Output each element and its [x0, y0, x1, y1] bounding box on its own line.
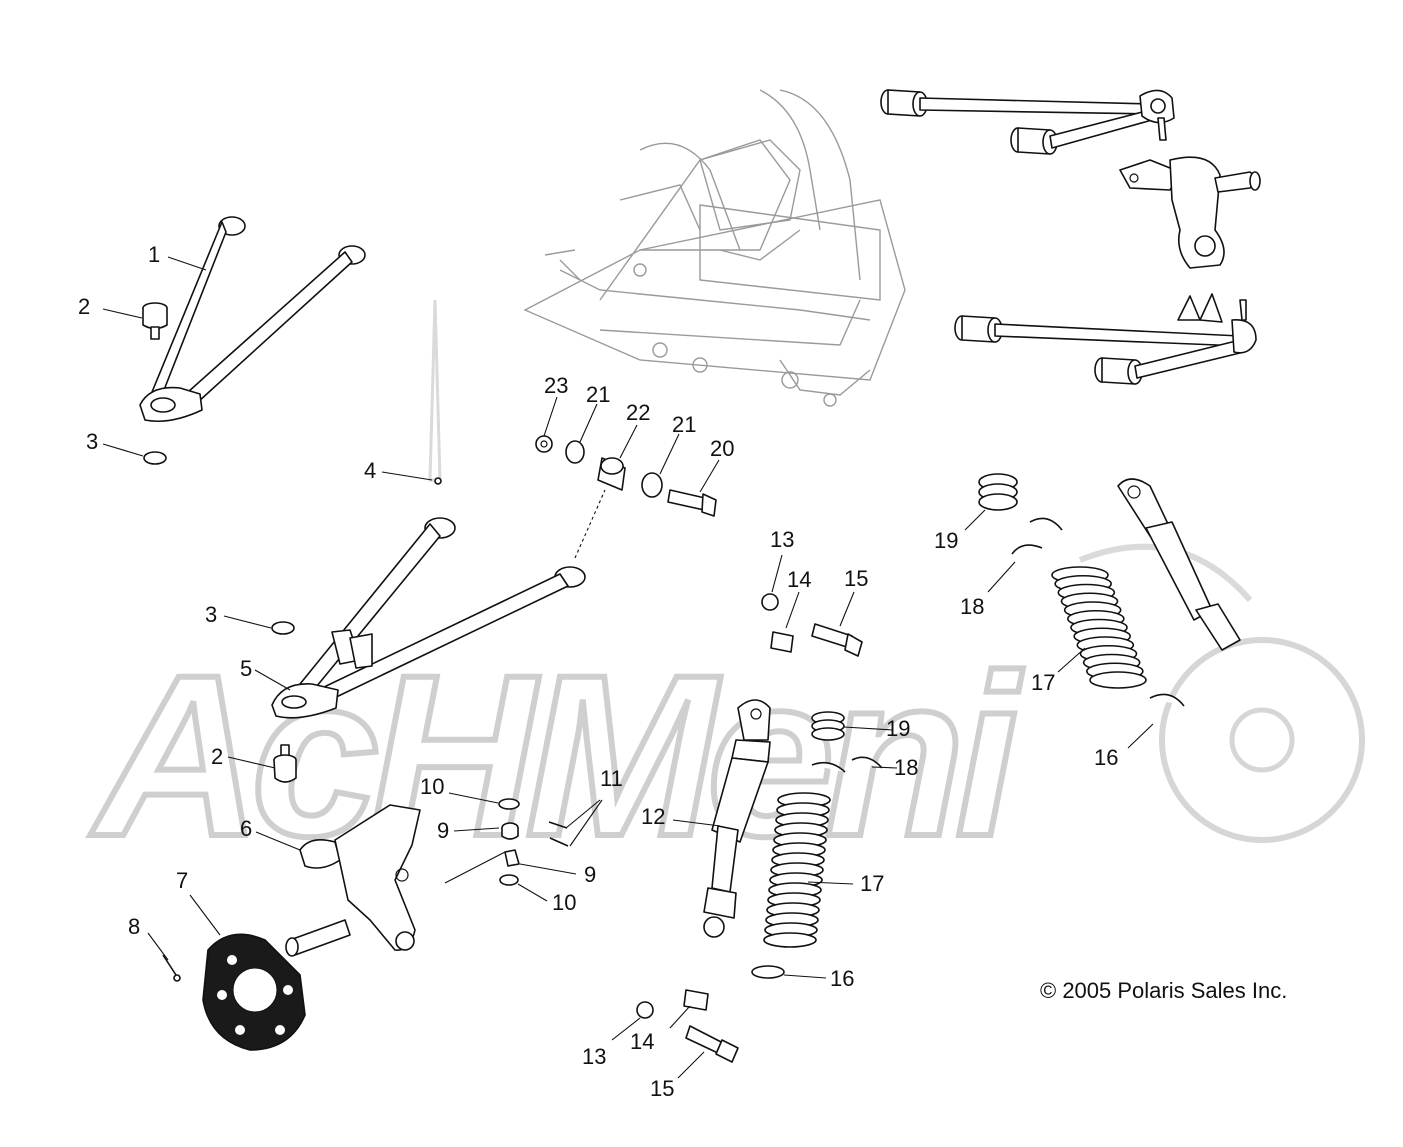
part-20-bolt — [667, 489, 717, 517]
assembled-spindle — [1119, 156, 1261, 269]
part-12-front-shock — [703, 699, 771, 938]
part-13-nut-lower — [636, 1001, 654, 1019]
part-16-spring-seat-front — [751, 965, 785, 979]
callout-12: 12 — [641, 804, 665, 829]
part-5-lower-a-arm — [271, 517, 586, 719]
part-17-front-spring — [763, 792, 831, 948]
callout-2-lower: 2 — [211, 744, 223, 769]
callout-18-front: 18 — [894, 755, 918, 780]
part-21-bushing-b — [641, 472, 663, 498]
callout-8: 8 — [128, 914, 140, 939]
callout-1: 1 — [148, 242, 160, 267]
vehicle-frame — [523, 89, 906, 407]
part-15-bolt-upper — [811, 623, 863, 657]
callout-4: 4 — [364, 458, 376, 483]
part-9-nut-lower — [504, 849, 520, 867]
watermark-text: AcHMeni — [90, 627, 1023, 884]
assembled-upper-a-arm — [880, 89, 1175, 155]
spring-coil — [1089, 671, 1147, 689]
callout-21-b: 21 — [672, 412, 696, 437]
callout-11: 11 — [600, 766, 623, 791]
callout-7: 7 — [176, 868, 188, 893]
spring-coil — [763, 932, 817, 948]
part-10-washer-top — [498, 798, 520, 810]
callout-19-rear: 19 — [934, 528, 958, 553]
callout-14-upper: 14 — [787, 567, 811, 592]
part-1-upper-a-arm — [139, 216, 366, 423]
part-18-retainer-rear-b — [1011, 544, 1043, 555]
callout-17-front: 17 — [860, 871, 884, 896]
callout-10-top: 10 — [420, 774, 444, 799]
part-14-bushing-upper — [770, 631, 794, 653]
part-9-nut-top — [501, 822, 519, 840]
part-16-spring-seat-rear — [1149, 693, 1185, 707]
callout-9-lower: 9 — [584, 862, 596, 887]
callout-13-upper: 13 — [770, 527, 794, 552]
part-7-brake-guard — [202, 933, 306, 1051]
watermark-hub — [1229, 707, 1295, 773]
part-18-retainer-rear-a — [1029, 517, 1063, 531]
part-18-retainer-right — [851, 756, 883, 769]
callout-19-front: 19 — [886, 716, 910, 741]
part-13-nut-upper — [761, 593, 779, 611]
part-19-bump-stop-front — [811, 711, 845, 741]
part-22-sleeve — [597, 457, 626, 491]
part-21-bushing-a — [565, 440, 585, 464]
callout-5: 5 — [240, 656, 252, 681]
callout-2-top: 2 — [78, 294, 90, 319]
part-8-bolt — [162, 954, 181, 982]
part-10-washer-lower — [499, 874, 519, 886]
leader-lines — [102, 256, 1154, 1079]
part-23-washer — [535, 435, 553, 453]
part-14-bushing-lower — [683, 989, 709, 1011]
callout-10-lower: 10 — [552, 890, 576, 915]
part-3-snap-ring-middle — [271, 621, 295, 635]
part-2-ball-joint-lower — [273, 744, 297, 783]
callout-21-a: 21 — [586, 382, 610, 407]
callout-14-lower: 14 — [630, 1029, 654, 1054]
rear-shock-body — [1117, 478, 1241, 651]
part-17-rear-spring — [1051, 566, 1147, 689]
copyright-notice: © 2005 Polaris Sales Inc. — [1040, 978, 1288, 1003]
callout-23: 23 — [544, 373, 568, 398]
part-11-cotter-pins — [548, 821, 569, 847]
callout-6: 6 — [240, 816, 252, 841]
callout-16-front: 16 — [830, 966, 854, 991]
assembled-lower-a-arm — [954, 293, 1257, 385]
callout-16-rear: 16 — [1094, 745, 1118, 770]
part-18-retainer-left — [811, 761, 846, 773]
callout-17-rear: 17 — [1031, 670, 1055, 695]
part-2-ball-joint-top — [142, 302, 168, 340]
part-4-grease-fitting — [434, 477, 442, 485]
callout-18-rear: 18 — [960, 594, 984, 619]
part-3-snap-ring-top — [143, 451, 167, 465]
callout-15-lower: 15 — [650, 1076, 674, 1101]
callout-22: 22 — [626, 400, 650, 425]
callouts: 1 2 3 4 3 5 2 6 7 8 23 21 22 21 20 10 9 … — [78, 242, 1118, 1101]
callout-3-top: 3 — [86, 429, 98, 454]
callout-3-middle: 3 — [205, 602, 217, 627]
callout-13-lower: 13 — [582, 1044, 606, 1069]
callout-9-top: 9 — [437, 818, 449, 843]
part-19-bump-stop-rear — [978, 473, 1018, 511]
callout-20: 20 — [710, 436, 734, 461]
callout-15-upper: 15 — [844, 566, 868, 591]
part-6-spindle — [285, 804, 421, 957]
watermark-wheel — [1159, 637, 1365, 843]
part-15-bolt-lower — [685, 1025, 739, 1063]
watermark-spire — [428, 299, 442, 482]
